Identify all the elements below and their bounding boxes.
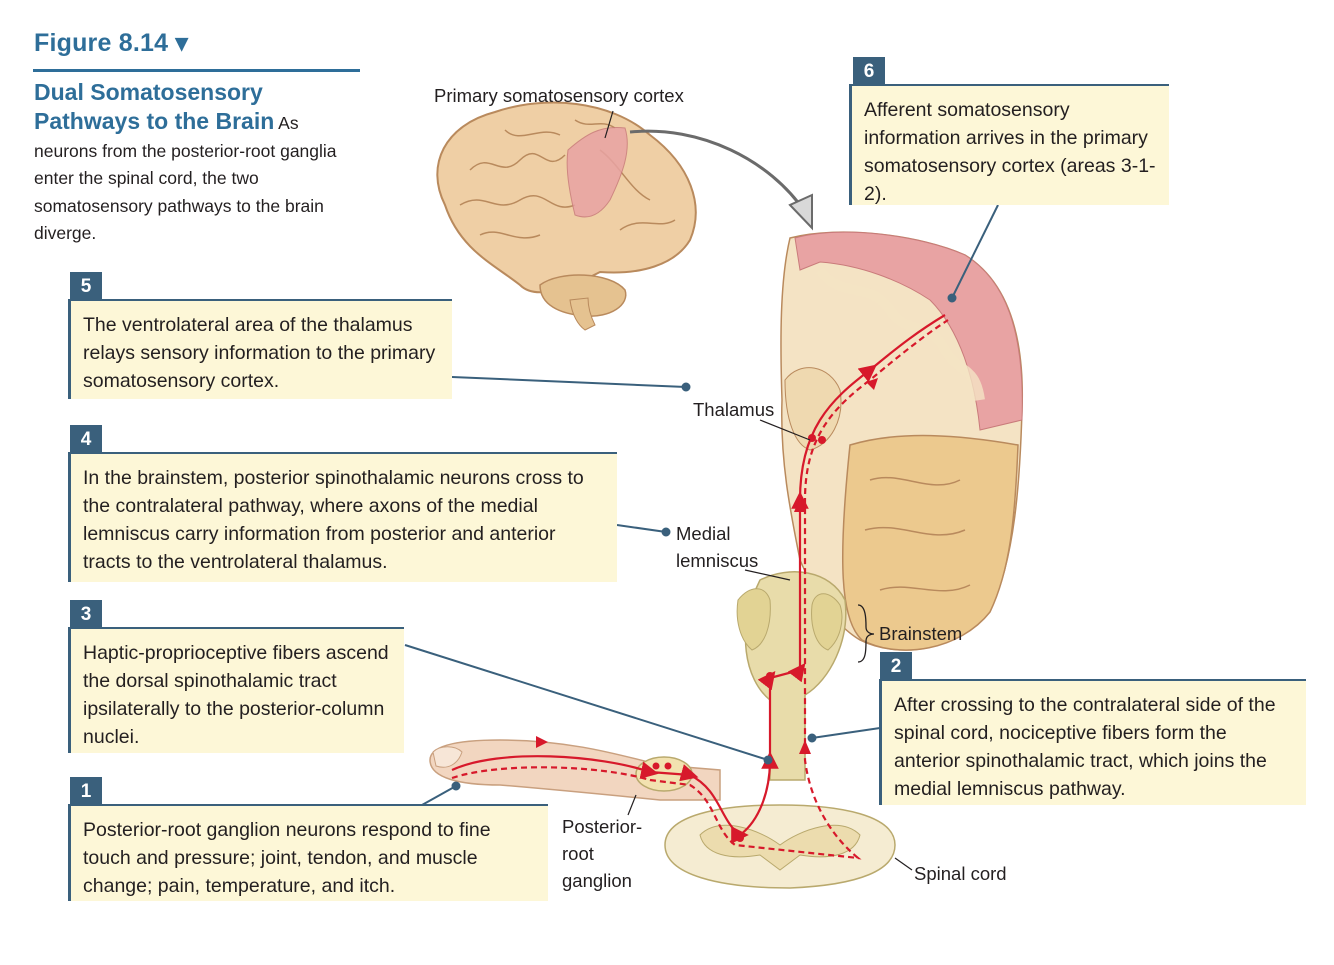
brainstem (736, 571, 847, 781)
step-3-number: 3 (70, 600, 102, 629)
label-ganglion: Posterior- root ganglion (562, 813, 642, 894)
label-ganglion-line2: root (562, 843, 594, 864)
caption-lead: As (274, 113, 299, 133)
figure-caption: Dual Somatosensory Pathways to the Brain… (34, 78, 364, 248)
step-4-box: In the brainstem, posterior spinothalami… (68, 452, 617, 582)
step-2-number: 2 (880, 652, 912, 681)
step-4-number: 4 (70, 425, 102, 454)
label-brainstem: Brainstem (879, 623, 963, 644)
somatosensory-pathways (451, 314, 949, 860)
step-6-box: Afferent somatosensory information arriv… (849, 84, 1169, 205)
caption-title-line1: Dual Somatosensory (34, 79, 263, 105)
step-5-box: The ventrolateral area of the thalamus r… (68, 299, 452, 399)
step-2-box: After crossing to the contralateral side… (879, 679, 1306, 805)
brain-lateral-view (436, 101, 697, 331)
spinal-cord-section (664, 804, 896, 889)
label-spinal-cord: Spinal cord (914, 863, 1007, 884)
caption-body: neurons from the posterior-root ganglia … (34, 140, 337, 244)
label-medial-lemniscus-line2: lemniscus (676, 550, 759, 571)
step-3-box: Haptic-proprioceptive fibers ascend the … (68, 627, 404, 753)
label-ganglion-line3: ganglion (562, 870, 632, 891)
step-1-number: 1 (70, 777, 102, 806)
label-cortex: Primary somatosensory cortex (434, 85, 684, 106)
figure-title: Figure 8.14 ▾ (34, 29, 189, 57)
label-medial-lemniscus: Medial lemniscus (676, 520, 758, 574)
title-rule (33, 69, 360, 72)
label-thalamus: Thalamus (693, 399, 775, 420)
label-medial-lemniscus-line1: Medial (676, 523, 731, 544)
caption-title-line2: Pathways to the Brain (34, 108, 275, 134)
step-1-box: Posterior-root ganglion neurons respond … (68, 804, 548, 901)
step-6-number: 6 (853, 57, 885, 86)
step-5-number: 5 (70, 272, 102, 301)
label-ganglion-line1: Posterior- (562, 816, 643, 837)
